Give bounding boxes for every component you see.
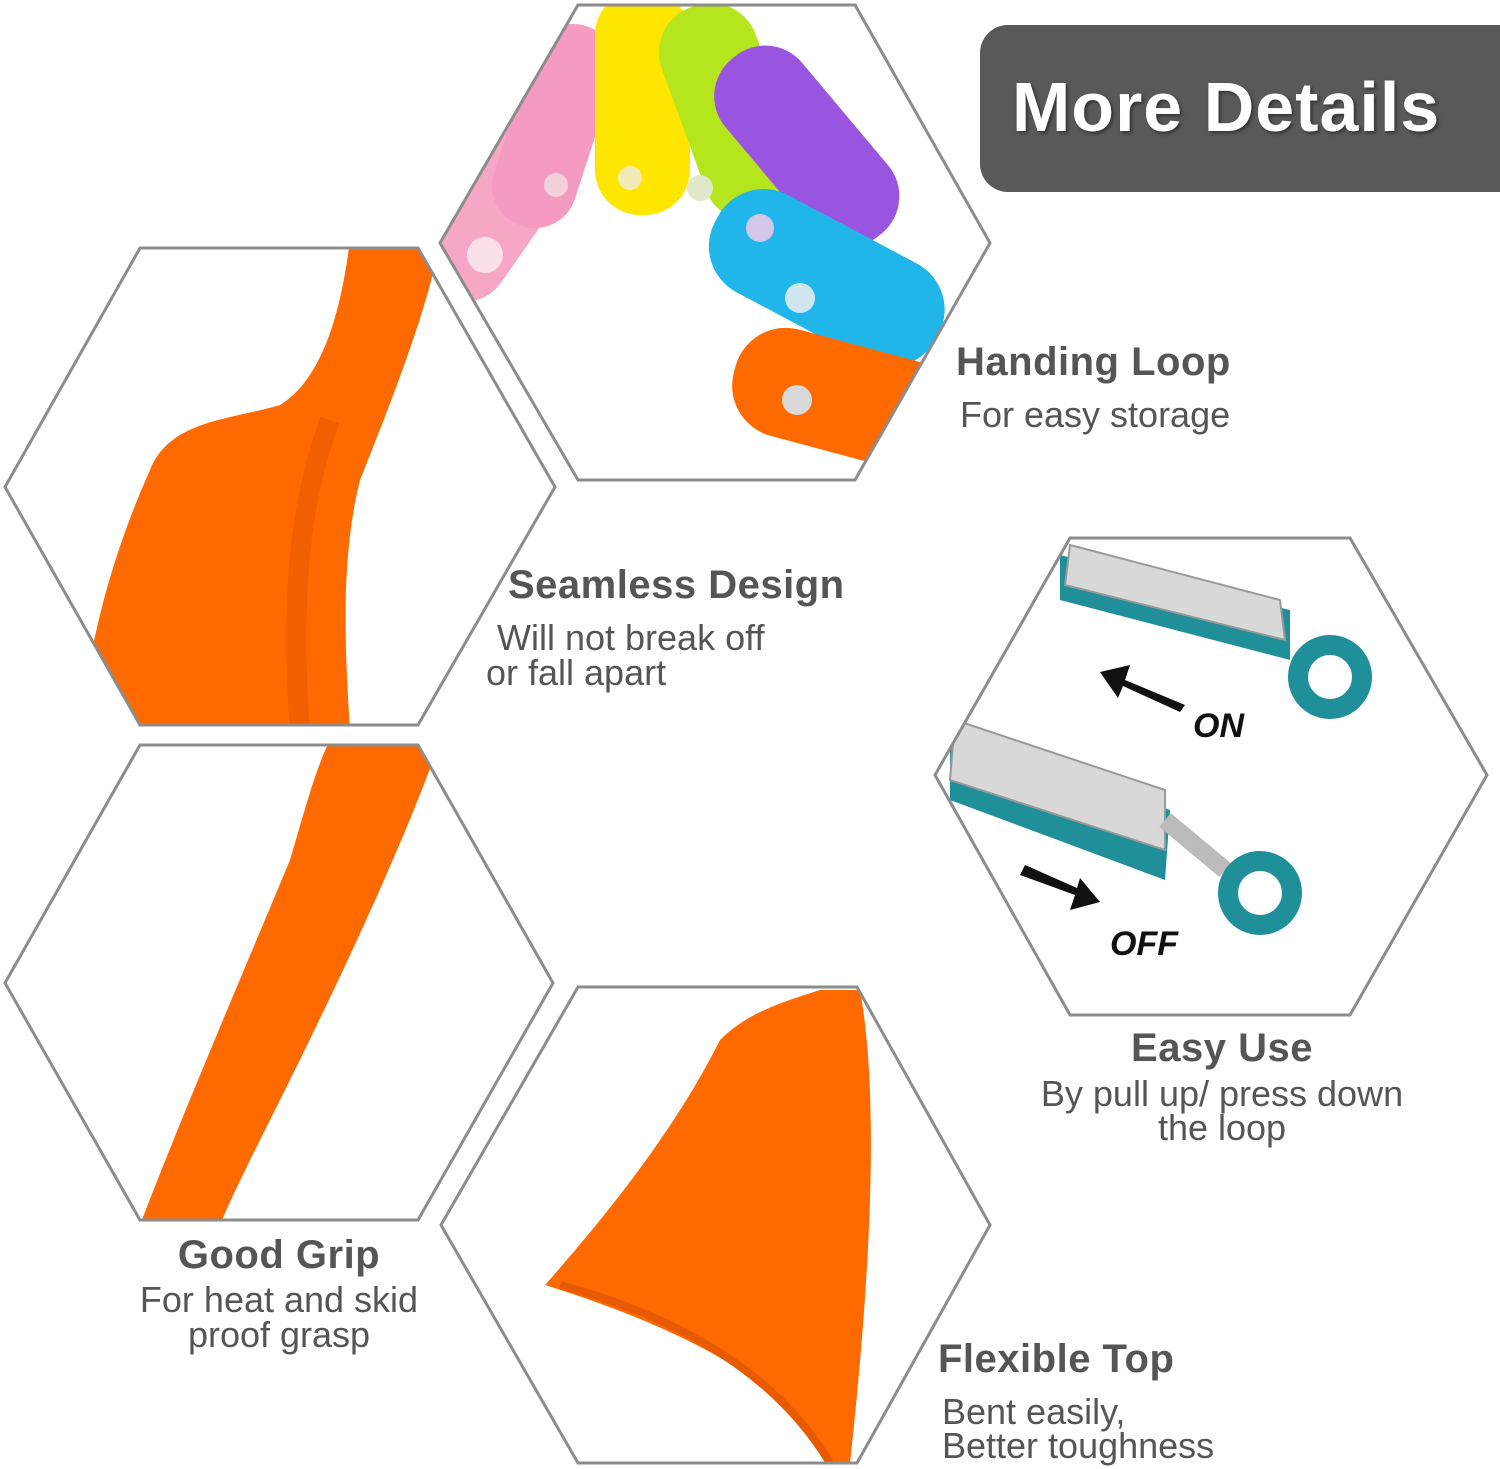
feature-desc-good-grip-2: proof grasp bbox=[187, 1314, 371, 1355]
handing-loop-image bbox=[440, 5, 990, 480]
feature-title-seamless-design: Seamless Design bbox=[508, 563, 845, 607]
arrow-left-icon bbox=[1100, 665, 1185, 712]
feature-title-flexible-top: Flexible Top bbox=[938, 1337, 1175, 1381]
more-details-badge: More Details bbox=[980, 25, 1500, 192]
on-label: ON bbox=[1193, 707, 1245, 745]
badge-title: More Details bbox=[1012, 68, 1441, 146]
feature-title-good-grip: Good Grip bbox=[177, 1233, 381, 1277]
feature-desc-seamless-design-2: or fall apart bbox=[486, 652, 667, 693]
feature-desc-seamless-design-1: Will not break off bbox=[497, 617, 765, 658]
off-label: OFF bbox=[1110, 925, 1179, 963]
seamless-design-image bbox=[80, 248, 440, 725]
feature-desc-easy-use-2: the loop bbox=[1157, 1107, 1287, 1148]
feature-desc-flexible-top-2: Better toughness bbox=[942, 1425, 1215, 1466]
good-grip-image bbox=[140, 745, 440, 1220]
feature-desc-easy-use-1: By pull up/ press down bbox=[1040, 1073, 1404, 1114]
easy-use-image: ON OFF bbox=[948, 543, 1372, 963]
feature-desc-flexible-top-1: Bent easily, bbox=[942, 1391, 1126, 1432]
feature-desc-good-grip-1: For heat and skid bbox=[139, 1279, 419, 1320]
flexible-top-image bbox=[545, 990, 871, 1463]
feature-title-easy-use: Easy Use bbox=[1131, 1026, 1313, 1070]
feature-desc-handing-loop: For easy storage bbox=[960, 394, 1231, 435]
feature-title-handing-loop: Handing Loop bbox=[956, 340, 1231, 384]
arrow-right-icon bbox=[1020, 865, 1100, 910]
